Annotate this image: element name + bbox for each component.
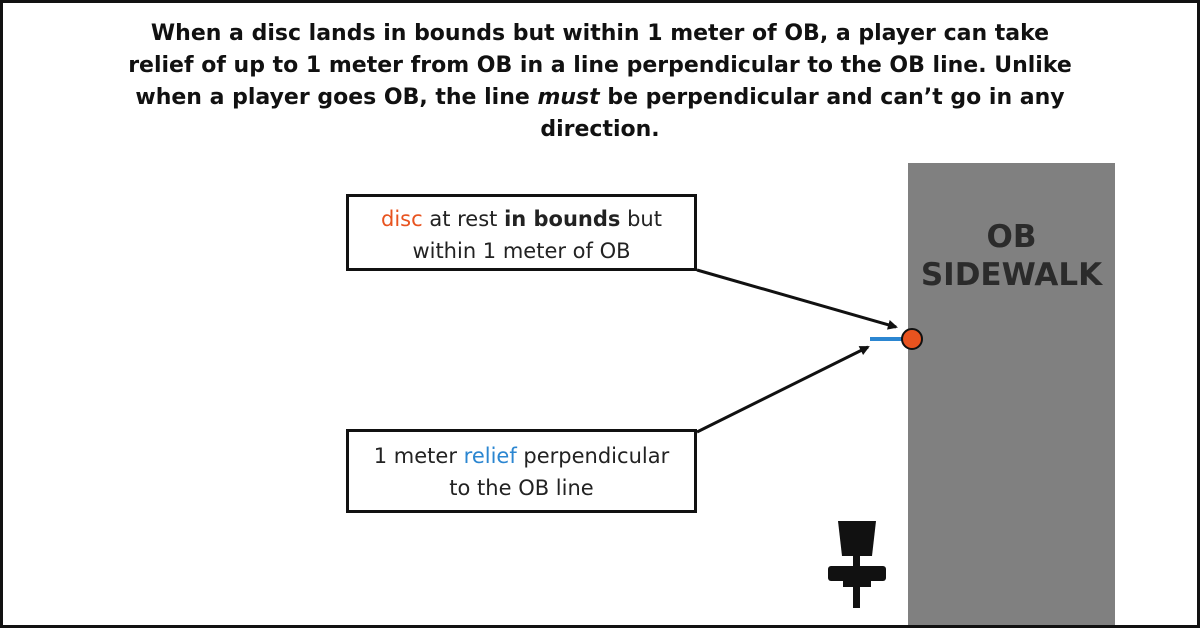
disc-callout-at-rest: at rest — [422, 207, 505, 231]
relief-callout-perpendicular: perpendicular — [516, 444, 670, 468]
explanation-heading: When a disc lands in bounds but within 1… — [120, 18, 1080, 146]
ob-sidewalk-area — [908, 163, 1115, 625]
disc-arrow — [696, 268, 898, 330]
relief-callout-line1: 1 meter relief perpendicular — [349, 440, 694, 472]
heading-text-part2: be perpendicular and can’t go in any dir… — [540, 85, 1065, 142]
relief-callout-box: 1 meter relief perpendicular to the OB l… — [346, 429, 697, 513]
disc-golf-basket-icon — [828, 521, 886, 608]
disc-callout-box: disc at rest in bounds but within 1 mete… — [346, 194, 697, 271]
disc-marker — [901, 328, 923, 350]
relief-callout-line2: to the OB line — [449, 476, 594, 500]
ob-sidewalk-label: OB SIDEWALK — [908, 218, 1115, 294]
heading-emphasis: must — [537, 85, 600, 110]
relief-arrow — [696, 345, 870, 434]
disc-callout-line1: disc at rest in bounds but — [349, 203, 694, 235]
relief-callout-1-meter: 1 meter — [373, 444, 464, 468]
disc-callout-but: but — [620, 207, 662, 231]
heading-text-part1: When a disc lands in bounds but within 1… — [128, 21, 1072, 110]
in-bounds-word: in bounds — [504, 207, 621, 231]
disc-word: disc — [381, 207, 423, 231]
disc-callout-line2: within 1 meter of OB — [412, 239, 631, 263]
relief-word: relief — [463, 444, 517, 468]
sidewalk-label-line1: OB — [986, 219, 1037, 255]
sidewalk-label-line2: SIDEWALK — [920, 257, 1103, 293]
